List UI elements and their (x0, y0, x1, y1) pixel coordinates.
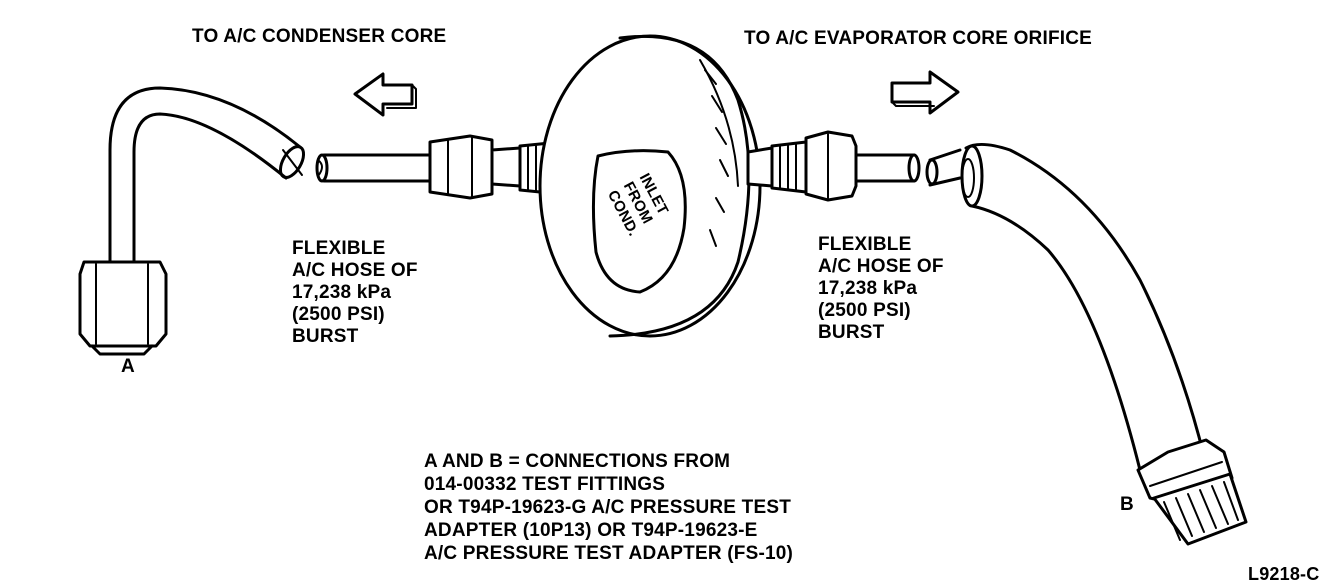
fitting-b-nut (1136, 438, 1248, 546)
hose-right-line-3: 17,238 kPa (818, 278, 918, 299)
hose-right-line-1: FLEXIBLE (818, 234, 912, 255)
arrow-left-icon (353, 72, 417, 117)
hose-left (315, 153, 432, 183)
hose-right-line-4: (2500 PSI) (818, 300, 911, 321)
note-line-5: A/C PRESSURE TEST ADAPTER (FS-10) (424, 543, 794, 564)
hose-right-label: FLEXIBLE A/C HOSE OF 17,238 kPa (2500 PS… (818, 234, 944, 344)
hose-left-line-3: 17,238 kPa (292, 282, 392, 303)
to-evaporator-label: TO A/C EVAPORATOR CORE ORIFICE (744, 28, 1093, 49)
hose-left-label: FLEXIBLE A/C HOSE OF 17,238 kPa (2500 PS… (292, 238, 418, 348)
connection-b-label: B (1120, 494, 1134, 515)
hose-right-line-5: BURST (818, 322, 885, 343)
figure-id: L9218-C (1248, 564, 1320, 584)
fitting-right (746, 130, 858, 202)
connections-note: A AND B = CONNECTIONS FROM 014-00332 TES… (424, 450, 793, 565)
hose-left-line-4: (2500 PSI) (292, 304, 385, 325)
hose-right (854, 153, 921, 183)
to-condenser-label: TO A/C CONDENSER CORE (192, 26, 447, 47)
note-line-4: ADAPTER (10P13) OR T94P-19623-E (424, 520, 758, 541)
arrow-right-icon (890, 70, 960, 115)
tube-a (108, 86, 306, 264)
connection-a-label: A (121, 356, 135, 377)
note-line-2: 014-00332 TEST FITTINGS (424, 474, 666, 495)
hose-right-line-2: A/C HOSE OF (818, 256, 944, 277)
hose-left-line-2: A/C HOSE OF (292, 260, 418, 281)
tube-b (925, 143, 1206, 472)
hose-left-line-5: BURST (292, 326, 359, 347)
fitting-a-nut (78, 260, 168, 356)
note-line-1: A AND B = CONNECTIONS FROM (424, 451, 731, 472)
hose-left-line-1: FLEXIBLE (292, 238, 386, 259)
note-line-3: OR T94P-19623-G A/C PRESSURE TEST (424, 497, 791, 518)
